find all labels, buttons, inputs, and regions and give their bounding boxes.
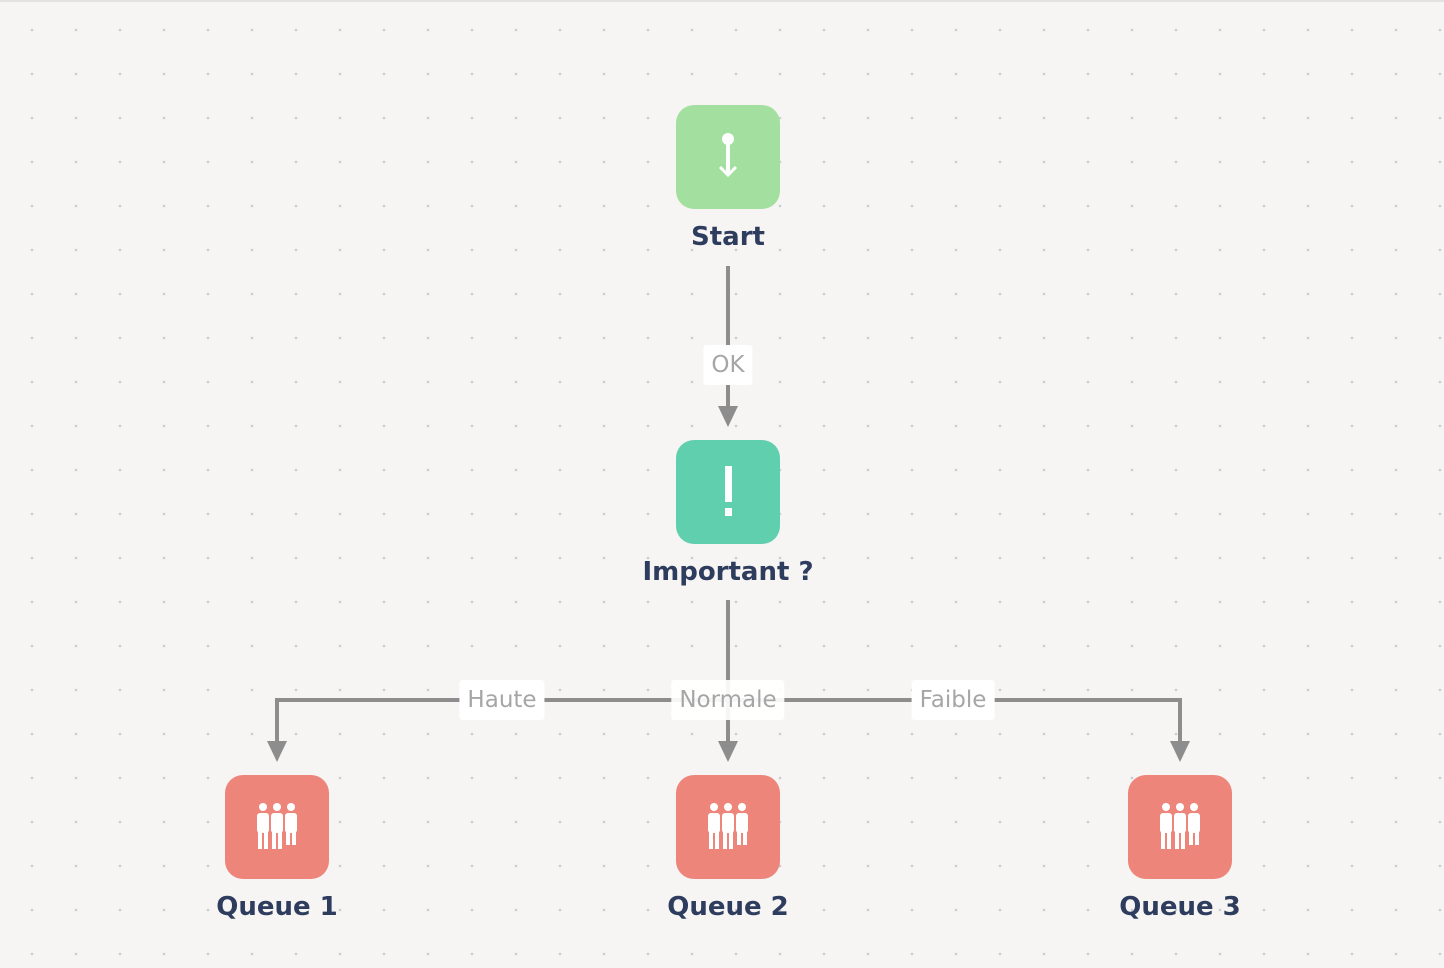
arrowhead-icon (267, 741, 287, 762)
exclamation-icon (718, 464, 738, 520)
edge-label-normale[interactable]: Normale (671, 680, 785, 720)
queue-1-label: Queue 1 (216, 892, 338, 922)
arrowhead-icon (1170, 741, 1190, 762)
queue-2-label: Queue 2 (667, 892, 789, 922)
edge-label-haute[interactable]: Haute (459, 680, 545, 720)
edge-label-faible[interactable]: Faible (911, 680, 995, 720)
edge-to-queue-1[interactable] (275, 698, 728, 744)
group-people-icon (1154, 801, 1206, 853)
edge-to-queue-3[interactable] (728, 698, 1182, 744)
arrowhead-icon (718, 741, 738, 762)
start-arrow-icon (713, 131, 743, 183)
queue-3-label: Queue 3 (1119, 892, 1241, 922)
queue-2-node[interactable] (676, 775, 780, 879)
start-node-label: Start (691, 222, 765, 252)
arrowhead-icon (718, 406, 738, 427)
queue-1-node[interactable] (225, 775, 329, 879)
group-people-icon (251, 801, 303, 853)
important-node-label: Important ? (642, 557, 814, 587)
edge-label-ok[interactable]: OK (703, 345, 753, 385)
group-people-icon (702, 801, 754, 853)
important-node[interactable] (676, 440, 780, 544)
start-node[interactable] (676, 105, 780, 209)
queue-3-node[interactable] (1128, 775, 1232, 879)
